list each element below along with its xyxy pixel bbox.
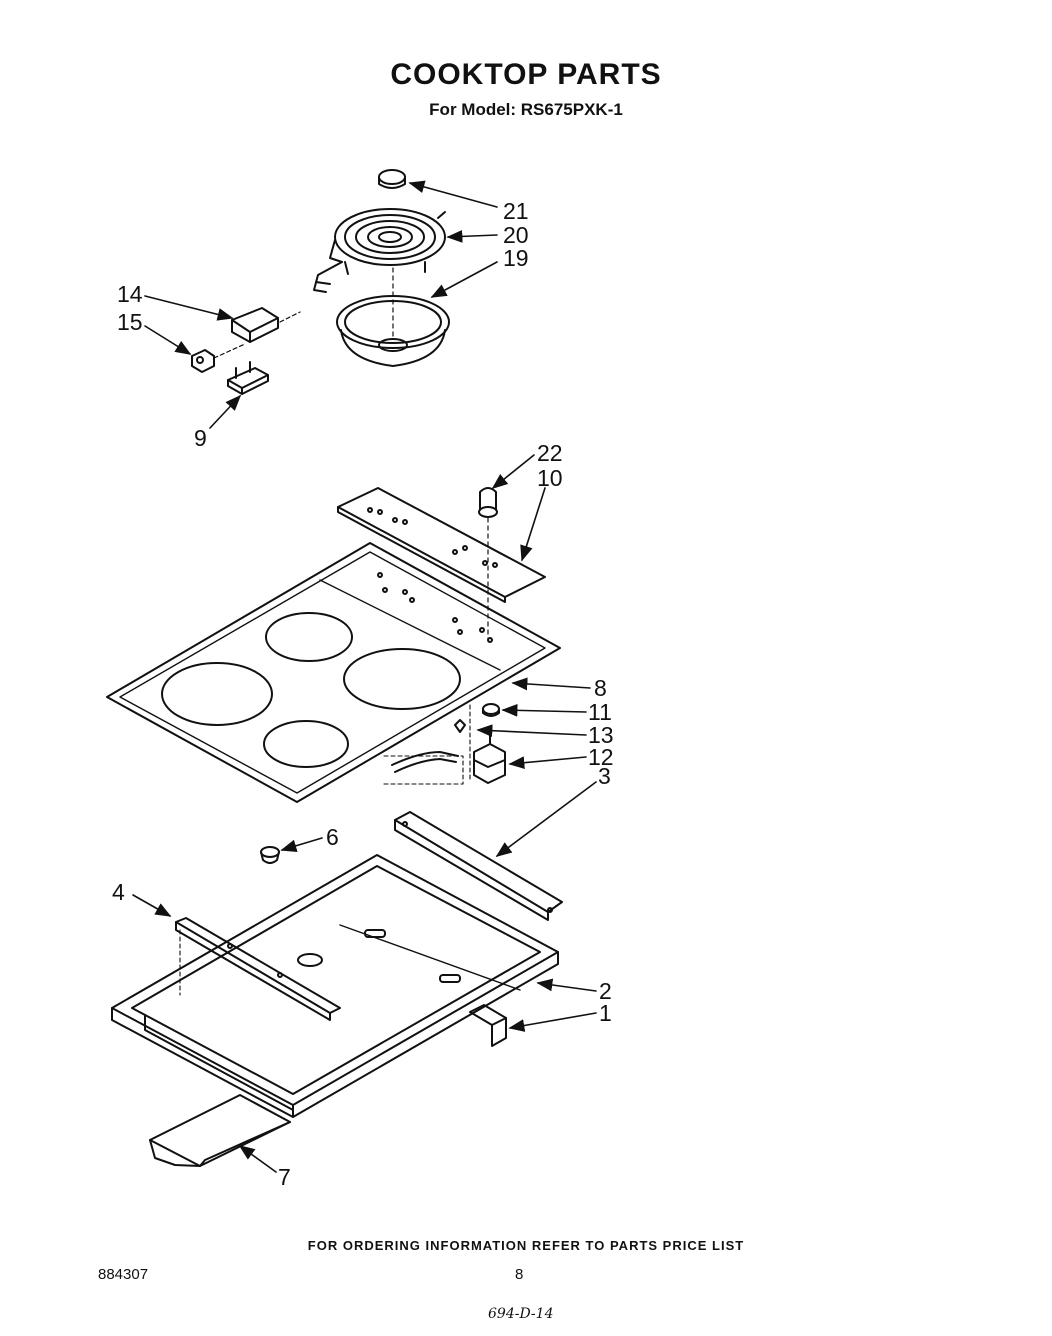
handwritten-note: 694-D-14 bbox=[488, 1306, 554, 1322]
part-13-switch-wire bbox=[383, 704, 471, 785]
part-1-bracket bbox=[469, 1004, 507, 1047]
callout-9: 9 bbox=[194, 425, 207, 451]
part-2-burner-box bbox=[111, 854, 559, 1118]
callout-14: 14 bbox=[117, 281, 143, 307]
part-8-cooktop bbox=[106, 542, 561, 803]
callout-3: 3 bbox=[598, 763, 611, 789]
callout-20: 20 bbox=[503, 222, 529, 248]
leader-11 bbox=[501, 703, 587, 717]
part-11-spacer bbox=[482, 703, 500, 717]
part-7-shield bbox=[149, 1094, 291, 1167]
callout-12: 12 bbox=[588, 744, 614, 770]
callout-22: 22 bbox=[537, 440, 563, 466]
callout-1: 1 bbox=[599, 1000, 612, 1026]
callout-11: 11 bbox=[588, 699, 612, 725]
leader-12 bbox=[508, 756, 587, 770]
callout-21: 21 bbox=[503, 198, 529, 224]
part-9-receptacle bbox=[227, 361, 269, 395]
callout-15: 15 bbox=[117, 309, 143, 335]
callout-13: 13 bbox=[588, 722, 614, 748]
part-6-grommet bbox=[260, 846, 280, 864]
callout-4: 4 bbox=[112, 879, 125, 905]
part-12-infinite-switch bbox=[473, 727, 506, 784]
leader-13 bbox=[476, 724, 587, 738]
callout-7: 7 bbox=[278, 1164, 291, 1190]
leader-1 bbox=[508, 1012, 597, 1032]
part-20-surface-element bbox=[313, 208, 446, 293]
page-title: COOKTOP PARTS bbox=[390, 58, 662, 91]
part-10-control-panel bbox=[337, 487, 546, 603]
leader-22 bbox=[491, 454, 535, 490]
leader-14 bbox=[144, 295, 234, 321]
part-14-bracket bbox=[231, 307, 301, 343]
part-4-cross-brace bbox=[175, 917, 341, 1021]
leader-6 bbox=[280, 837, 323, 852]
leader-20 bbox=[446, 230, 498, 243]
part-21-cap bbox=[378, 169, 406, 189]
leader-9 bbox=[209, 394, 242, 429]
leader-15 bbox=[144, 325, 192, 355]
model-subtitle: For Model: RS675PXK-1 bbox=[429, 100, 623, 119]
leader-8 bbox=[511, 677, 591, 691]
leader-3 bbox=[495, 781, 597, 857]
leader-19 bbox=[430, 261, 498, 298]
callout-19: 19 bbox=[503, 245, 529, 271]
leader-4 bbox=[132, 894, 172, 917]
page-number: 8 bbox=[515, 1266, 524, 1283]
leader-21 bbox=[408, 180, 498, 208]
callout-6: 6 bbox=[326, 824, 339, 850]
callout-10: 10 bbox=[537, 465, 563, 491]
leader-2 bbox=[536, 978, 597, 992]
document-number: 884307 bbox=[98, 1266, 149, 1283]
callout-2: 2 bbox=[599, 978, 612, 1004]
part-22-control-knob bbox=[478, 487, 498, 641]
callout-8: 8 bbox=[594, 675, 607, 701]
leader-7 bbox=[238, 1145, 277, 1173]
part-15-terminal-block bbox=[191, 343, 246, 373]
part-3-rear-bracket bbox=[394, 811, 563, 921]
leader-10 bbox=[520, 487, 546, 562]
part-19-drip-bowl bbox=[336, 267, 450, 367]
ordering-footer: FOR ORDERING INFORMATION REFER TO PARTS … bbox=[307, 1238, 745, 1253]
